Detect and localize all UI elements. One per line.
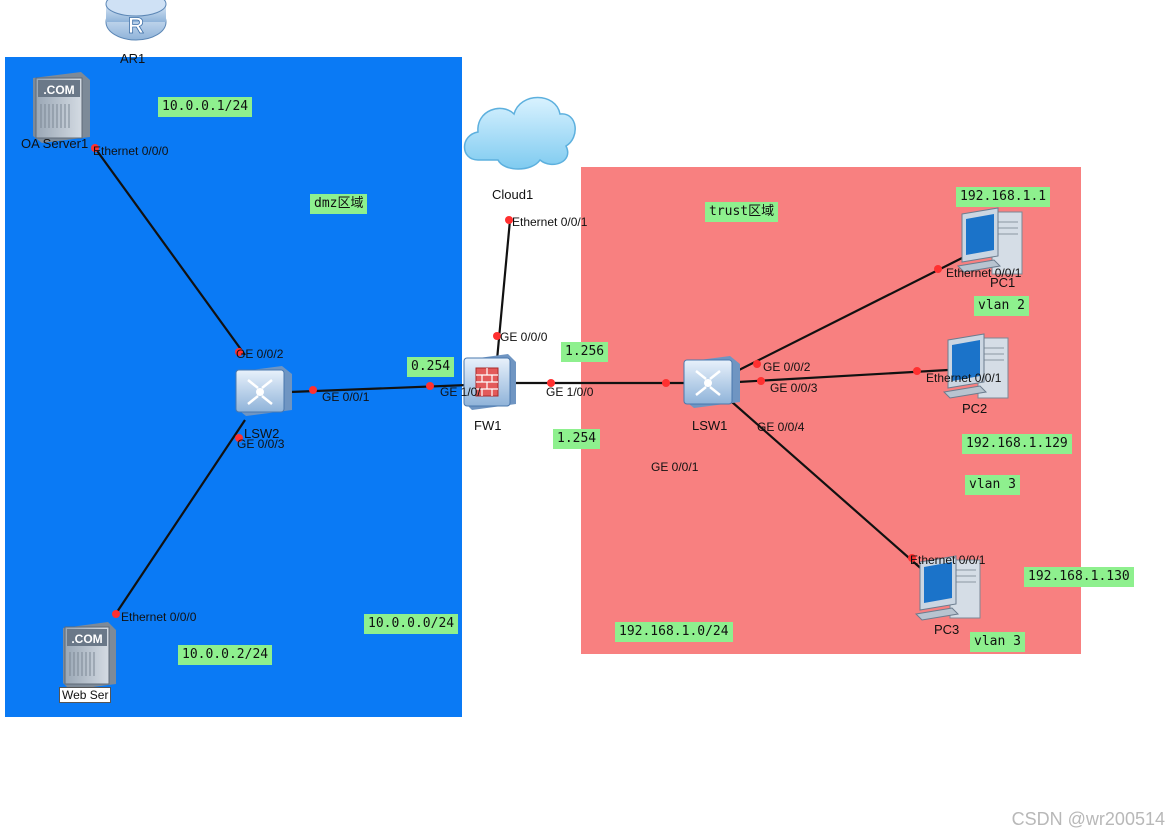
link-lsw2-web <box>114 419 246 616</box>
port-dot <box>426 382 434 390</box>
ip-label: 10.0.0.0/24 <box>364 614 459 634</box>
device-name-pc3: PC3 <box>934 622 960 637</box>
zone-label-trust: trust区域 <box>705 202 779 222</box>
ip-label: 0.254 <box>407 357 455 377</box>
links <box>94 147 969 616</box>
port-label: GE 1/0/0 <box>546 385 594 399</box>
watermark: CSDN @wr200514 <box>1011 809 1165 829</box>
device-name-pc1: PC1 <box>990 275 1016 290</box>
vlan-label: vlan 3 <box>970 632 1025 652</box>
port-dot <box>493 332 501 340</box>
port-dot <box>753 360 761 368</box>
cloud-icon[interactable] <box>463 96 576 170</box>
port-label: GE 0/0/2 <box>236 347 284 361</box>
link-oa-lsw2 <box>94 147 246 356</box>
port-label: GE 0/0/3 <box>770 381 818 395</box>
device-name-lsw2: LSW2 <box>244 426 280 441</box>
port-label: GE 0/0/1 <box>322 390 370 404</box>
ip-label: 192.168.1.1 <box>956 187 1051 207</box>
zone-label-dmz: dmz区域 <box>310 194 368 214</box>
ip-label: 192.168.1.129 <box>962 434 1072 454</box>
firewall-icon[interactable] <box>463 354 516 410</box>
port-dot <box>662 379 670 387</box>
switch-icon[interactable] <box>235 366 292 416</box>
port-label: GE 0/0/3 <box>237 437 285 451</box>
port-dot <box>757 377 765 385</box>
ip-label: 10.0.0.2/24 <box>178 645 273 665</box>
port-dot <box>235 434 243 442</box>
port-label: GE 0/0/1 <box>651 460 699 474</box>
port-label: Ethernet 0/0/1 <box>910 553 986 567</box>
device-name-pc2: PC2 <box>962 401 988 416</box>
port-label: GE 0/0/2 <box>763 360 811 374</box>
device-name-cloud1: Cloud1 <box>492 187 534 202</box>
device-name-oa-server: OA Server1 <box>21 136 89 151</box>
link-lsw1-pc1 <box>734 254 969 373</box>
port-dots <box>91 144 942 618</box>
device-name-web-server: Web Ser <box>59 687 112 703</box>
vlan-label: vlan 3 <box>965 475 1020 495</box>
ip-label: 1.254 <box>553 429 601 449</box>
link-lsw1-pc2 <box>737 368 949 384</box>
svg-text:.COM: .COM <box>43 83 74 97</box>
port-label: Ethernet 0/0/1 <box>926 371 1002 385</box>
switch-icon[interactable] <box>683 356 740 408</box>
port-dot <box>934 265 942 273</box>
device-name-ar1: AR1 <box>120 51 146 66</box>
ip-label: 10.0.0.1/24 <box>158 97 253 117</box>
port-label: Ethernet 0/0/0 <box>93 144 169 158</box>
ip-label: 192.168.1.0/24 <box>615 622 733 642</box>
pc-icon[interactable] <box>942 333 1009 399</box>
port-label: Ethernet 0/0/1 <box>512 215 588 229</box>
port-dot <box>913 367 921 375</box>
link-lsw2-fw1 <box>289 383 469 394</box>
link-lsw1-pc3 <box>731 401 926 573</box>
port-dot <box>235 348 243 356</box>
port-label: Ethernet 0/0/1 <box>946 266 1022 280</box>
device-name-lsw1: LSW1 <box>692 418 728 433</box>
dmz-zone <box>5 57 462 717</box>
vlan-label: vlan 2 <box>974 296 1029 316</box>
port-dot <box>505 216 513 224</box>
port-label: GE 1/0/ <box>440 385 481 399</box>
port-dot <box>91 144 99 152</box>
pc-icon[interactable] <box>956 207 1023 275</box>
svg-text:.COM: .COM <box>71 632 102 646</box>
router-icon[interactable]: R <box>105 0 167 41</box>
port-dot <box>908 554 916 562</box>
port-dot <box>112 610 120 618</box>
port-dot <box>309 386 317 394</box>
port-label: GE 0/0/0 <box>500 330 548 344</box>
port-label: GE 0/0/4 <box>757 420 805 434</box>
ip-label: 1.256 <box>561 342 609 362</box>
port-dot <box>547 379 555 387</box>
svg-text:R: R <box>128 13 144 38</box>
device-name-fw1: FW1 <box>474 418 502 433</box>
pc-icon[interactable] <box>914 555 981 621</box>
port-label: Ethernet 0/0/0 <box>121 610 197 624</box>
server-icon[interactable]: .COM <box>33 72 90 143</box>
ip-label: 192.168.1.130 <box>1024 567 1134 587</box>
server-icon[interactable]: .COM <box>63 622 116 690</box>
